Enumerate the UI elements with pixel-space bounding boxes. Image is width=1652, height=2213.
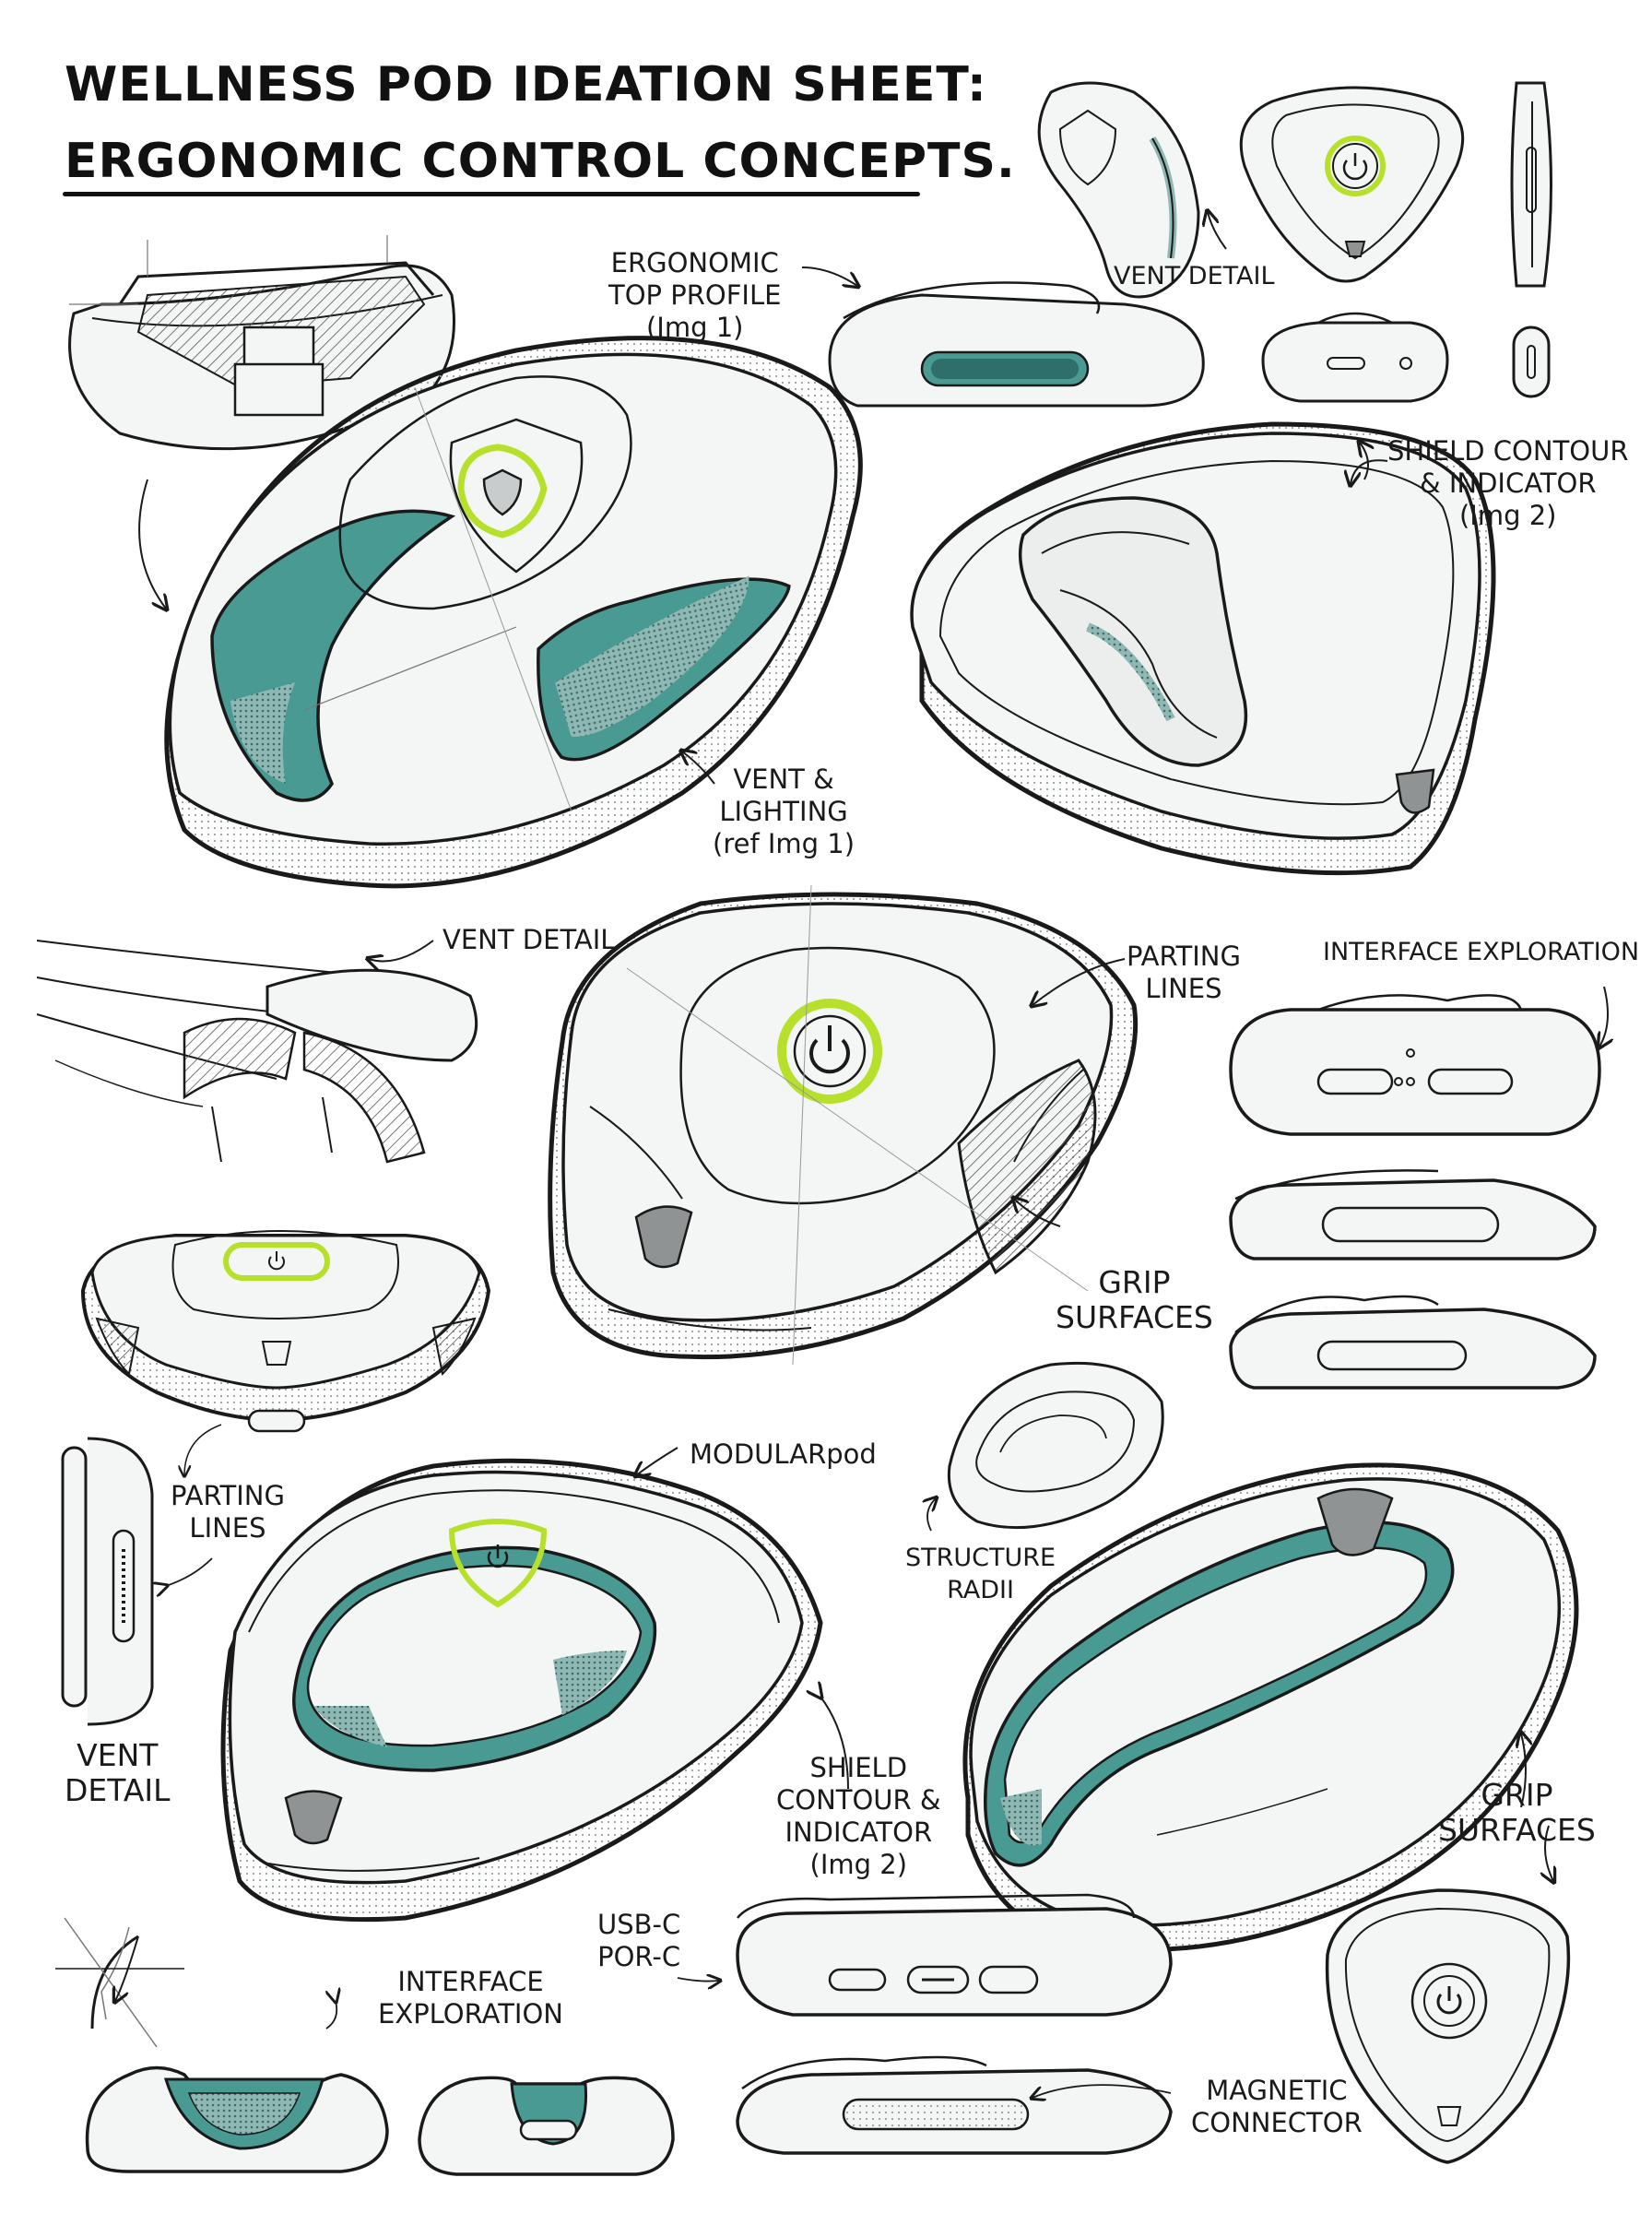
sheet-title-line-1: WELLNESS POD IDEATION SHEET: — [65, 57, 987, 112]
t-logo-icon — [1316, 1487, 1394, 1556]
annotation-line: RADII — [947, 1576, 1014, 1604]
annotation-structure-radii: STRUCTURE RADII — [905, 1542, 1056, 1606]
annotation-line: VENT — [77, 1737, 159, 1773]
annotation-modularpod: MODULARpod — [690, 1438, 877, 1470]
title-underline — [63, 192, 920, 196]
annotation-usb-c: USB-C POR-C — [597, 1909, 680, 1973]
shield-contour-top-arrow — [1351, 459, 1388, 484]
shield-side-view-sketch — [1037, 81, 1200, 299]
annotation-line: EXPLORATION — [378, 1998, 563, 2030]
pod-concept-a-sketch — [164, 336, 863, 889]
annotation-line: STRUCTURE — [905, 1544, 1056, 1572]
t-logo-icon — [1395, 768, 1435, 814]
annotation-line: DETAIL — [65, 1772, 171, 1808]
interface-end-view-2-sketch — [418, 2076, 675, 2176]
sheet-title-line-2: ERGONOMIC CONTROL CONCEPTS. — [65, 134, 1016, 189]
annotation-line: CONTOUR & — [776, 1784, 941, 1816]
usb-c-port-icon — [519, 2119, 578, 2141]
usb-c-port-icon — [906, 1965, 970, 1994]
annotation-interface-exploration-bottom: INTERFACE EXPLORATION — [378, 1966, 563, 2030]
annotation-line: (Img 1) — [645, 312, 744, 343]
annotation-line: MAGNETIC — [1206, 2075, 1348, 2106]
annotation-line: SHIELD — [809, 1752, 908, 1783]
vertical-side-profile-sketch — [61, 1437, 213, 1726]
annotation-shield-contour-top: SHIELD CONTOUR & INDICATOR (Img 2) — [1387, 435, 1628, 532]
port-end-view-sketch — [1261, 312, 1449, 403]
annotation-line: (ref Img 1) — [713, 828, 856, 859]
annotation-line: GRIP — [1098, 1264, 1171, 1300]
sectioned-cradle-sketch — [68, 235, 455, 609]
annotation-shield-contour-bottom: SHIELD CONTOUR & INDICATOR (Img 2) — [776, 1752, 941, 1881]
t-logo-icon — [1436, 2106, 1462, 2126]
power-icon — [268, 1251, 285, 1271]
annotation-grip-surfaces-bottom: GRIP SURFACES — [1438, 1778, 1596, 1848]
power-icon — [777, 999, 882, 1104]
usb-c-port-icon — [247, 1409, 306, 1433]
annotation-line: SURFACES — [1056, 1299, 1213, 1335]
annotation-ergonomic-top-profile: ERGONOMIC TOP PROFILE (Img 1) — [608, 247, 781, 344]
shield-top-view-sketch — [1239, 86, 1465, 283]
pod-concept-c-sketch — [548, 884, 1139, 1366]
annotation-grip-surfaces-mid: GRIP SURFACES — [1056, 1265, 1213, 1335]
triangular-pod-sketch — [80, 1230, 491, 1475]
t-logo-icon — [634, 1205, 693, 1269]
annotation-line: INTERFACE — [397, 1966, 544, 1997]
power-icon — [1410, 1962, 1488, 2040]
annotation-line: SURFACES — [1438, 1812, 1596, 1848]
annotation-line: INDICATOR — [785, 1817, 933, 1848]
t-logo-icon — [261, 1341, 292, 1366]
pod-concept-b-sketch — [910, 421, 1496, 876]
annotation-line: LINES — [189, 1512, 266, 1544]
annotation-line: POR-C — [597, 1941, 681, 1972]
annotation-line: LINES — [1145, 973, 1222, 1004]
annotation-interface-exploration-top: INTERFACE EXPLORATION — [1323, 938, 1640, 966]
annotation-vent-detail-top: VENT DETAIL — [1114, 262, 1275, 290]
annotation-parting-lines-mid: PARTING LINES — [1127, 941, 1241, 1005]
annotation-line: USB-C — [597, 1909, 681, 1940]
interface-end-view-1-sketch — [85, 2001, 389, 2173]
annotation-line: SHIELD CONTOUR — [1387, 435, 1629, 467]
annotation-line: CONNECTOR — [1191, 2107, 1363, 2138]
magnetic-connector-side-view-sketch — [736, 2055, 1173, 2155]
t-logo-icon — [1344, 241, 1366, 257]
small-side-view-sketch — [1512, 325, 1551, 398]
shield-logo-icon — [457, 444, 548, 538]
annotation-line: LIGHTING — [719, 796, 848, 827]
vent-section-detail-sketch — [36, 940, 478, 1164]
annotation-line: VENT & — [733, 763, 834, 795]
interface-side-view-3-sketch — [1229, 1295, 1597, 1390]
annotation-vent-lighting: VENT & LIGHTING (ref Img 1) — [713, 763, 855, 860]
interface-side-view-1-sketch — [1229, 986, 1608, 1136]
annotation-line: GRIP — [1481, 1777, 1553, 1813]
annotation-line: & INDICATOR — [1419, 467, 1597, 499]
vent-detail-arc-sketch — [55, 1917, 184, 2048]
power-icon — [1342, 153, 1368, 181]
annotation-line: (Img 2) — [809, 1849, 908, 1880]
annotation-line: (Img 2) — [1458, 500, 1557, 531]
t-logo-icon — [284, 1790, 343, 1845]
annotation-line: ERGONOMIC — [610, 247, 779, 278]
pod-concept-d-sketch — [220, 1447, 849, 1923]
small-capsule-sketch — [927, 1361, 1164, 1532]
front-view-pod-sketch — [1325, 1825, 1571, 2164]
vent-grille-icon — [842, 2098, 1030, 2131]
vent-detail-top-arrow — [1208, 212, 1227, 250]
annotation-line: PARTING — [1127, 941, 1241, 972]
pod-concept-e-sketch — [962, 1462, 1579, 1952]
ergonomic-top-profile-sketch — [801, 266, 1205, 408]
annotation-magnetic-connector: MAGNETIC CONNECTOR — [1191, 2075, 1363, 2139]
power-icon — [487, 1544, 509, 1568]
annotation-line: PARTING — [171, 1480, 285, 1511]
annotation-vent-detail-mid: VENT DETAIL — [442, 924, 616, 955]
annotation-vent-detail-left: VENT DETAIL — [65, 1738, 171, 1808]
usb-side-view-sketch — [677, 1893, 1173, 2017]
interface-side-view-2-sketch — [1229, 1169, 1597, 1260]
annotation-line: TOP PROFILE — [608, 279, 782, 311]
annotation-parting-lines-left: PARTING LINES — [171, 1480, 285, 1544]
shield-edge-view-sketch — [1510, 81, 1552, 288]
